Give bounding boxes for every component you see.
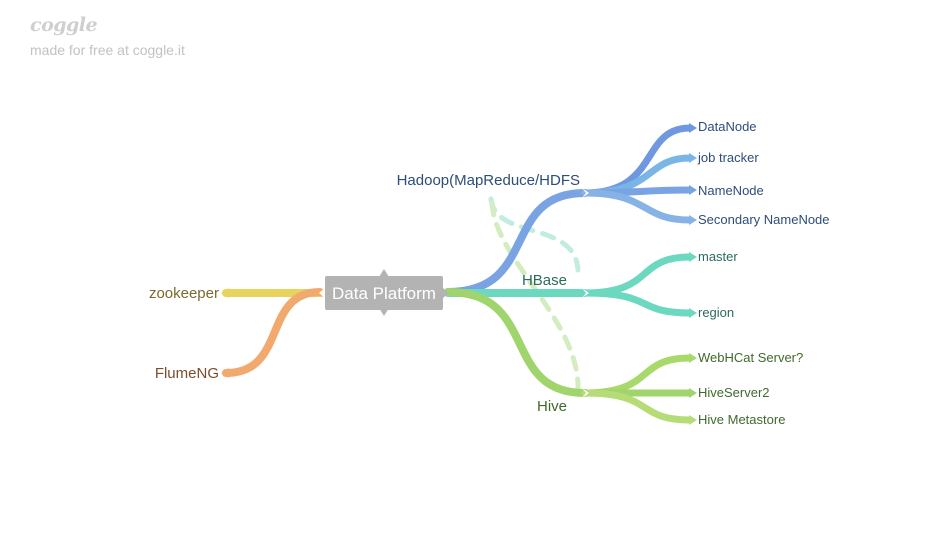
namenode-arrow xyxy=(689,185,697,195)
branch-webhcat xyxy=(581,354,694,397)
branches xyxy=(221,124,694,424)
job-tracker-label[interactable]: job tracker xyxy=(697,150,759,165)
branch-hive-metastore xyxy=(581,389,694,424)
root-box[interactable] xyxy=(325,276,443,310)
hive-metastore-arrow xyxy=(689,415,697,425)
branch-hive xyxy=(444,288,589,397)
root-node[interactable]: Data Platform xyxy=(319,269,449,316)
zookeeper-arrow xyxy=(221,288,229,298)
master-arrow xyxy=(689,252,697,262)
branch-region xyxy=(581,289,694,317)
zookeeper-label[interactable]: zookeeper xyxy=(149,285,219,302)
root-left-notch xyxy=(319,288,325,298)
coggle-branding: coggle made for free at coggle.it xyxy=(30,14,185,58)
region-arrow xyxy=(689,308,697,318)
hiveserver2-arrow xyxy=(689,388,697,398)
hbase-label[interactable]: HBase xyxy=(522,272,567,289)
hive-label[interactable]: Hive xyxy=(537,398,567,415)
region-label[interactable]: region xyxy=(698,305,734,320)
branch-flumeng xyxy=(222,288,324,377)
hbase-junction-chevron xyxy=(582,288,589,298)
webhcat-arrow xyxy=(689,353,697,363)
child-arrows xyxy=(689,123,697,425)
coggle-logo[interactable]: coggle xyxy=(30,14,98,36)
hadoop-label[interactable]: Hadoop(MapReduce/HDFS xyxy=(397,172,580,189)
branch-secondary-namenode xyxy=(581,189,694,224)
branch-hadoop xyxy=(444,189,589,296)
root-label[interactable]: Data Platform xyxy=(332,284,436,303)
labels: zookeeper FlumeNG Hadoop(MapReduce/HDFS … xyxy=(149,119,830,427)
secondary-namenode-arrow xyxy=(689,215,697,225)
job-tracker-arrow xyxy=(689,153,697,163)
flumeng-label[interactable]: FlumeNG xyxy=(155,365,219,382)
root-expand-up-icon[interactable] xyxy=(379,269,389,277)
datanode-arrow xyxy=(689,123,697,133)
namenode-label[interactable]: NameNode xyxy=(698,183,764,198)
hiveserver2-label[interactable]: HiveServer2 xyxy=(698,385,770,400)
datanode-label[interactable]: DataNode xyxy=(698,119,757,134)
hive-junction-chevron xyxy=(582,388,589,398)
root-right-notch xyxy=(443,288,449,298)
cross-link-hadoop-hbase xyxy=(488,196,581,273)
branch-master xyxy=(581,253,694,297)
flumeng-arrow xyxy=(221,368,229,378)
master-label[interactable]: master xyxy=(698,249,738,264)
secondary-namenode-label[interactable]: Secondary NameNode xyxy=(698,212,830,227)
hive-metastore-label[interactable]: Hive Metastore xyxy=(698,412,785,427)
coggle-tagline[interactable]: made for free at coggle.it xyxy=(30,42,185,58)
webhcat-server-label[interactable]: WebHCat Server? xyxy=(698,350,803,365)
hadoop-junction-chevron xyxy=(582,188,589,198)
junction-markers xyxy=(582,188,589,398)
